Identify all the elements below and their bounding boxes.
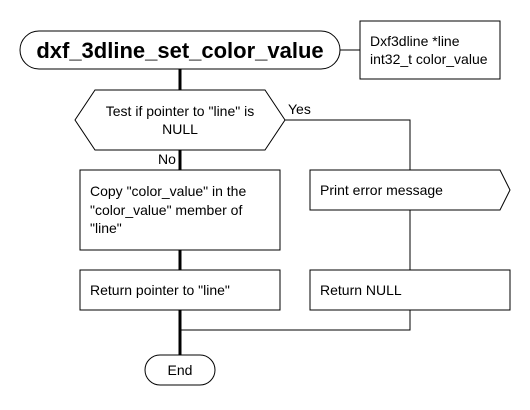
print-error-step xyxy=(309,169,511,211)
decision-text-1: Test if pointer to "line" is xyxy=(106,103,254,119)
connector-return-null-merge xyxy=(180,310,411,331)
page-title: dxf_3dline_set_color_value xyxy=(36,38,323,63)
copy-step-text-2: "color_value" member of xyxy=(90,202,242,218)
connectors xyxy=(178,49,411,355)
yes-label: Yes xyxy=(288,101,311,117)
return-line-text: Return pointer to "line" xyxy=(90,282,230,298)
copy-step xyxy=(79,169,281,251)
end-terminator xyxy=(144,354,216,386)
decision-text-2: NULL xyxy=(162,121,198,137)
return-null-step xyxy=(309,269,511,311)
end-text: End xyxy=(168,362,193,378)
decision-null-check xyxy=(74,89,286,151)
param-line-2: int32_t color_value xyxy=(370,51,488,67)
copy-step-text-1: Copy "color_value" in the xyxy=(90,183,246,199)
copy-step-text-3: "line" xyxy=(90,220,122,236)
return-line-step xyxy=(79,269,281,311)
return-null-text: Return NULL xyxy=(320,282,402,298)
connector-yes-to-print xyxy=(285,119,411,170)
params-annotation xyxy=(359,20,501,80)
print-error-text: Print error message xyxy=(320,182,443,198)
title-terminator xyxy=(19,30,341,70)
param-line-1: Dxf3dline *line xyxy=(370,33,460,49)
no-label: No xyxy=(158,151,176,167)
